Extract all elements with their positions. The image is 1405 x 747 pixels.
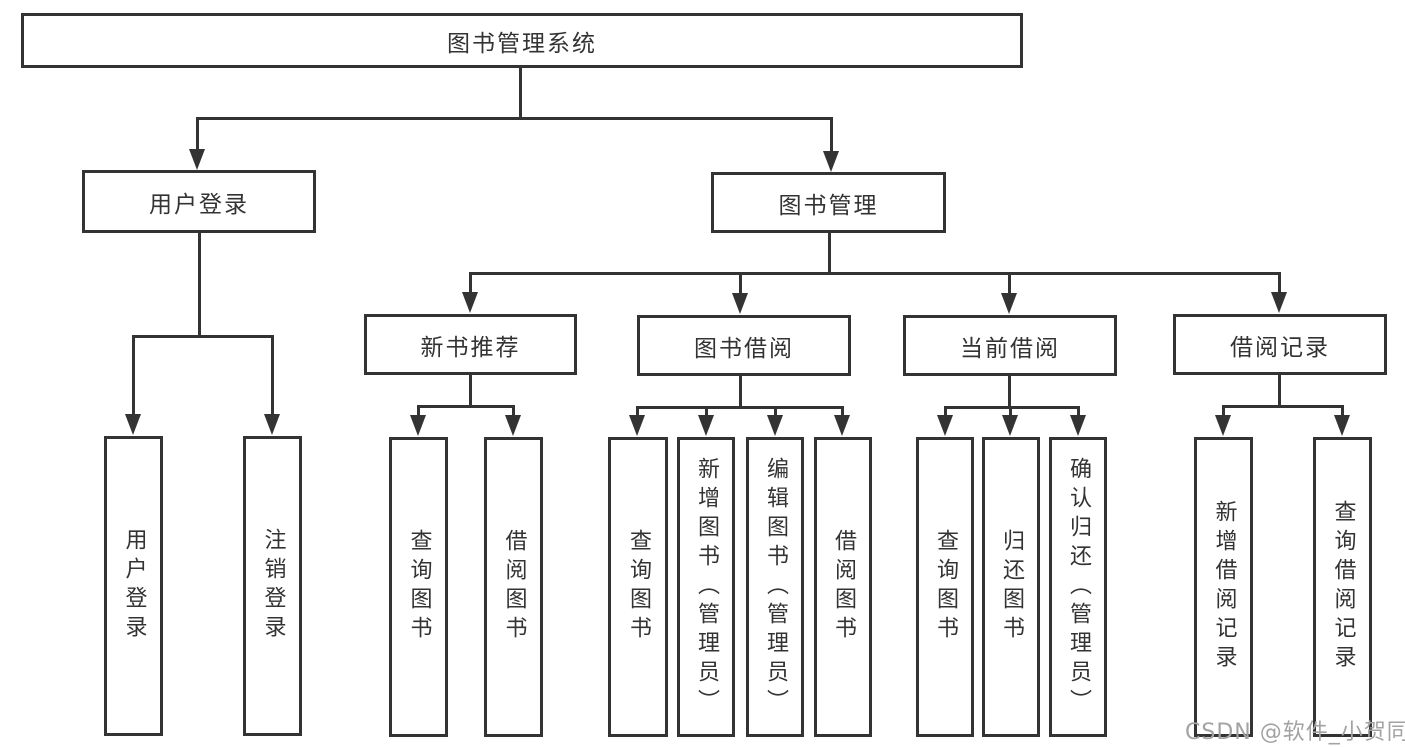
arrowhead-icon bbox=[125, 414, 141, 435]
connector-line bbox=[841, 406, 844, 416]
leaf-query-book-2: 查询图书 bbox=[608, 437, 668, 737]
leaf-label: 查询图书 bbox=[933, 529, 958, 645]
arrowhead-icon bbox=[462, 292, 478, 313]
connector-line bbox=[830, 117, 833, 152]
connector-line bbox=[469, 375, 472, 408]
connector-line bbox=[944, 406, 947, 416]
arrowhead-icon bbox=[1001, 293, 1017, 314]
leaf-label: 借阅图书 bbox=[501, 529, 527, 645]
leaf-label: 编辑图书（管理员） bbox=[763, 456, 788, 718]
csdn-watermark: CSDN @软件_小贺同学 bbox=[1185, 720, 1405, 745]
connector-line bbox=[417, 405, 420, 416]
connector-line bbox=[519, 68, 522, 118]
arrowhead-icon bbox=[189, 149, 205, 170]
arrowhead-icon bbox=[264, 414, 280, 435]
leaf-borrow-book-2: 借阅图书 bbox=[814, 437, 872, 737]
connector-line bbox=[705, 406, 708, 416]
leaf-label: 确认归还（管理员） bbox=[1066, 456, 1091, 718]
connector-line bbox=[271, 335, 274, 415]
connector-line bbox=[196, 117, 199, 150]
leaf-add-book-admin: 新增图书（管理员） bbox=[677, 437, 735, 737]
connector-line bbox=[196, 117, 833, 120]
connector-line bbox=[1009, 406, 1012, 416]
arrowhead-icon bbox=[698, 415, 714, 436]
leaf-edit-book-admin: 编辑图书（管理员） bbox=[746, 437, 804, 737]
arrowhead-icon bbox=[1271, 292, 1287, 313]
connector-line bbox=[512, 405, 515, 416]
arrowhead-icon bbox=[505, 415, 521, 436]
leaf-label: 查询图书 bbox=[626, 529, 651, 645]
leaf-logout: 注销登录 bbox=[243, 436, 302, 736]
leaf-label: 归还图书 bbox=[999, 529, 1024, 645]
arrowhead-icon bbox=[834, 415, 850, 436]
leaf-label: 新增图书（管理员） bbox=[694, 456, 719, 718]
arrowhead-icon bbox=[1002, 415, 1018, 436]
leaf-label: 查询借阅记录 bbox=[1330, 500, 1356, 674]
arrowhead-icon bbox=[767, 415, 783, 436]
leaf-label: 查询图书 bbox=[406, 529, 432, 645]
arrowhead-icon bbox=[1334, 415, 1350, 436]
node-book-borrow: 图书借阅 bbox=[637, 315, 851, 376]
connector-line bbox=[198, 233, 201, 338]
connector-line bbox=[1278, 272, 1281, 292]
leaf-borrow-book-1: 借阅图书 bbox=[484, 437, 543, 737]
connector-line bbox=[417, 405, 515, 408]
connector-line bbox=[739, 272, 742, 293]
node-new-book-recommend: 新书推荐 bbox=[364, 314, 577, 375]
node-user-login: 用户登录 bbox=[82, 170, 316, 233]
arrowhead-icon bbox=[937, 415, 953, 436]
node-book-management: 图书管理 bbox=[711, 172, 946, 233]
leaf-query-book-3: 查询图书 bbox=[916, 437, 974, 737]
connector-line bbox=[1222, 405, 1342, 408]
connector-line bbox=[636, 406, 639, 416]
leaf-query-book-1: 查询图书 bbox=[389, 437, 448, 737]
connector-line bbox=[469, 272, 472, 292]
connector-line bbox=[1341, 405, 1344, 416]
arrowhead-icon bbox=[823, 151, 839, 172]
leaf-user-login: 用户登录 bbox=[104, 436, 163, 736]
connector-line bbox=[774, 406, 777, 416]
connector-line bbox=[469, 272, 1281, 275]
arrowhead-icon bbox=[1070, 415, 1086, 436]
leaf-query-borrow-record: 查询借阅记录 bbox=[1313, 437, 1372, 737]
leaf-add-borrow-record: 新增借阅记录 bbox=[1194, 437, 1253, 737]
connector-line bbox=[1077, 406, 1080, 416]
leaf-label: 用户登录 bbox=[121, 528, 147, 644]
leaf-confirm-return-admin: 确认归还（管理员） bbox=[1049, 437, 1107, 737]
connector-line bbox=[1222, 405, 1225, 416]
connector-line bbox=[132, 335, 135, 415]
connector-line bbox=[636, 406, 843, 409]
leaf-label: 借阅图书 bbox=[831, 529, 856, 645]
node-root: 图书管理系统 bbox=[21, 13, 1023, 68]
leaf-label: 新增借阅记录 bbox=[1211, 500, 1237, 674]
node-current-borrow: 当前借阅 bbox=[903, 315, 1117, 376]
connector-line bbox=[739, 376, 742, 408]
node-borrow-record: 借阅记录 bbox=[1173, 314, 1387, 375]
connector-line bbox=[1278, 375, 1281, 408]
arrowhead-icon bbox=[1215, 415, 1231, 436]
connector-line bbox=[1008, 272, 1011, 293]
arrowhead-icon bbox=[732, 293, 748, 314]
connector-line bbox=[132, 335, 273, 338]
connector-line bbox=[828, 233, 831, 275]
arrowhead-icon bbox=[629, 415, 645, 436]
arrowhead-icon bbox=[410, 415, 426, 436]
leaf-label: 注销登录 bbox=[260, 528, 286, 644]
connector-line bbox=[944, 406, 1080, 409]
connector-line bbox=[1008, 376, 1011, 408]
leaf-return-book: 归还图书 bbox=[982, 437, 1040, 737]
